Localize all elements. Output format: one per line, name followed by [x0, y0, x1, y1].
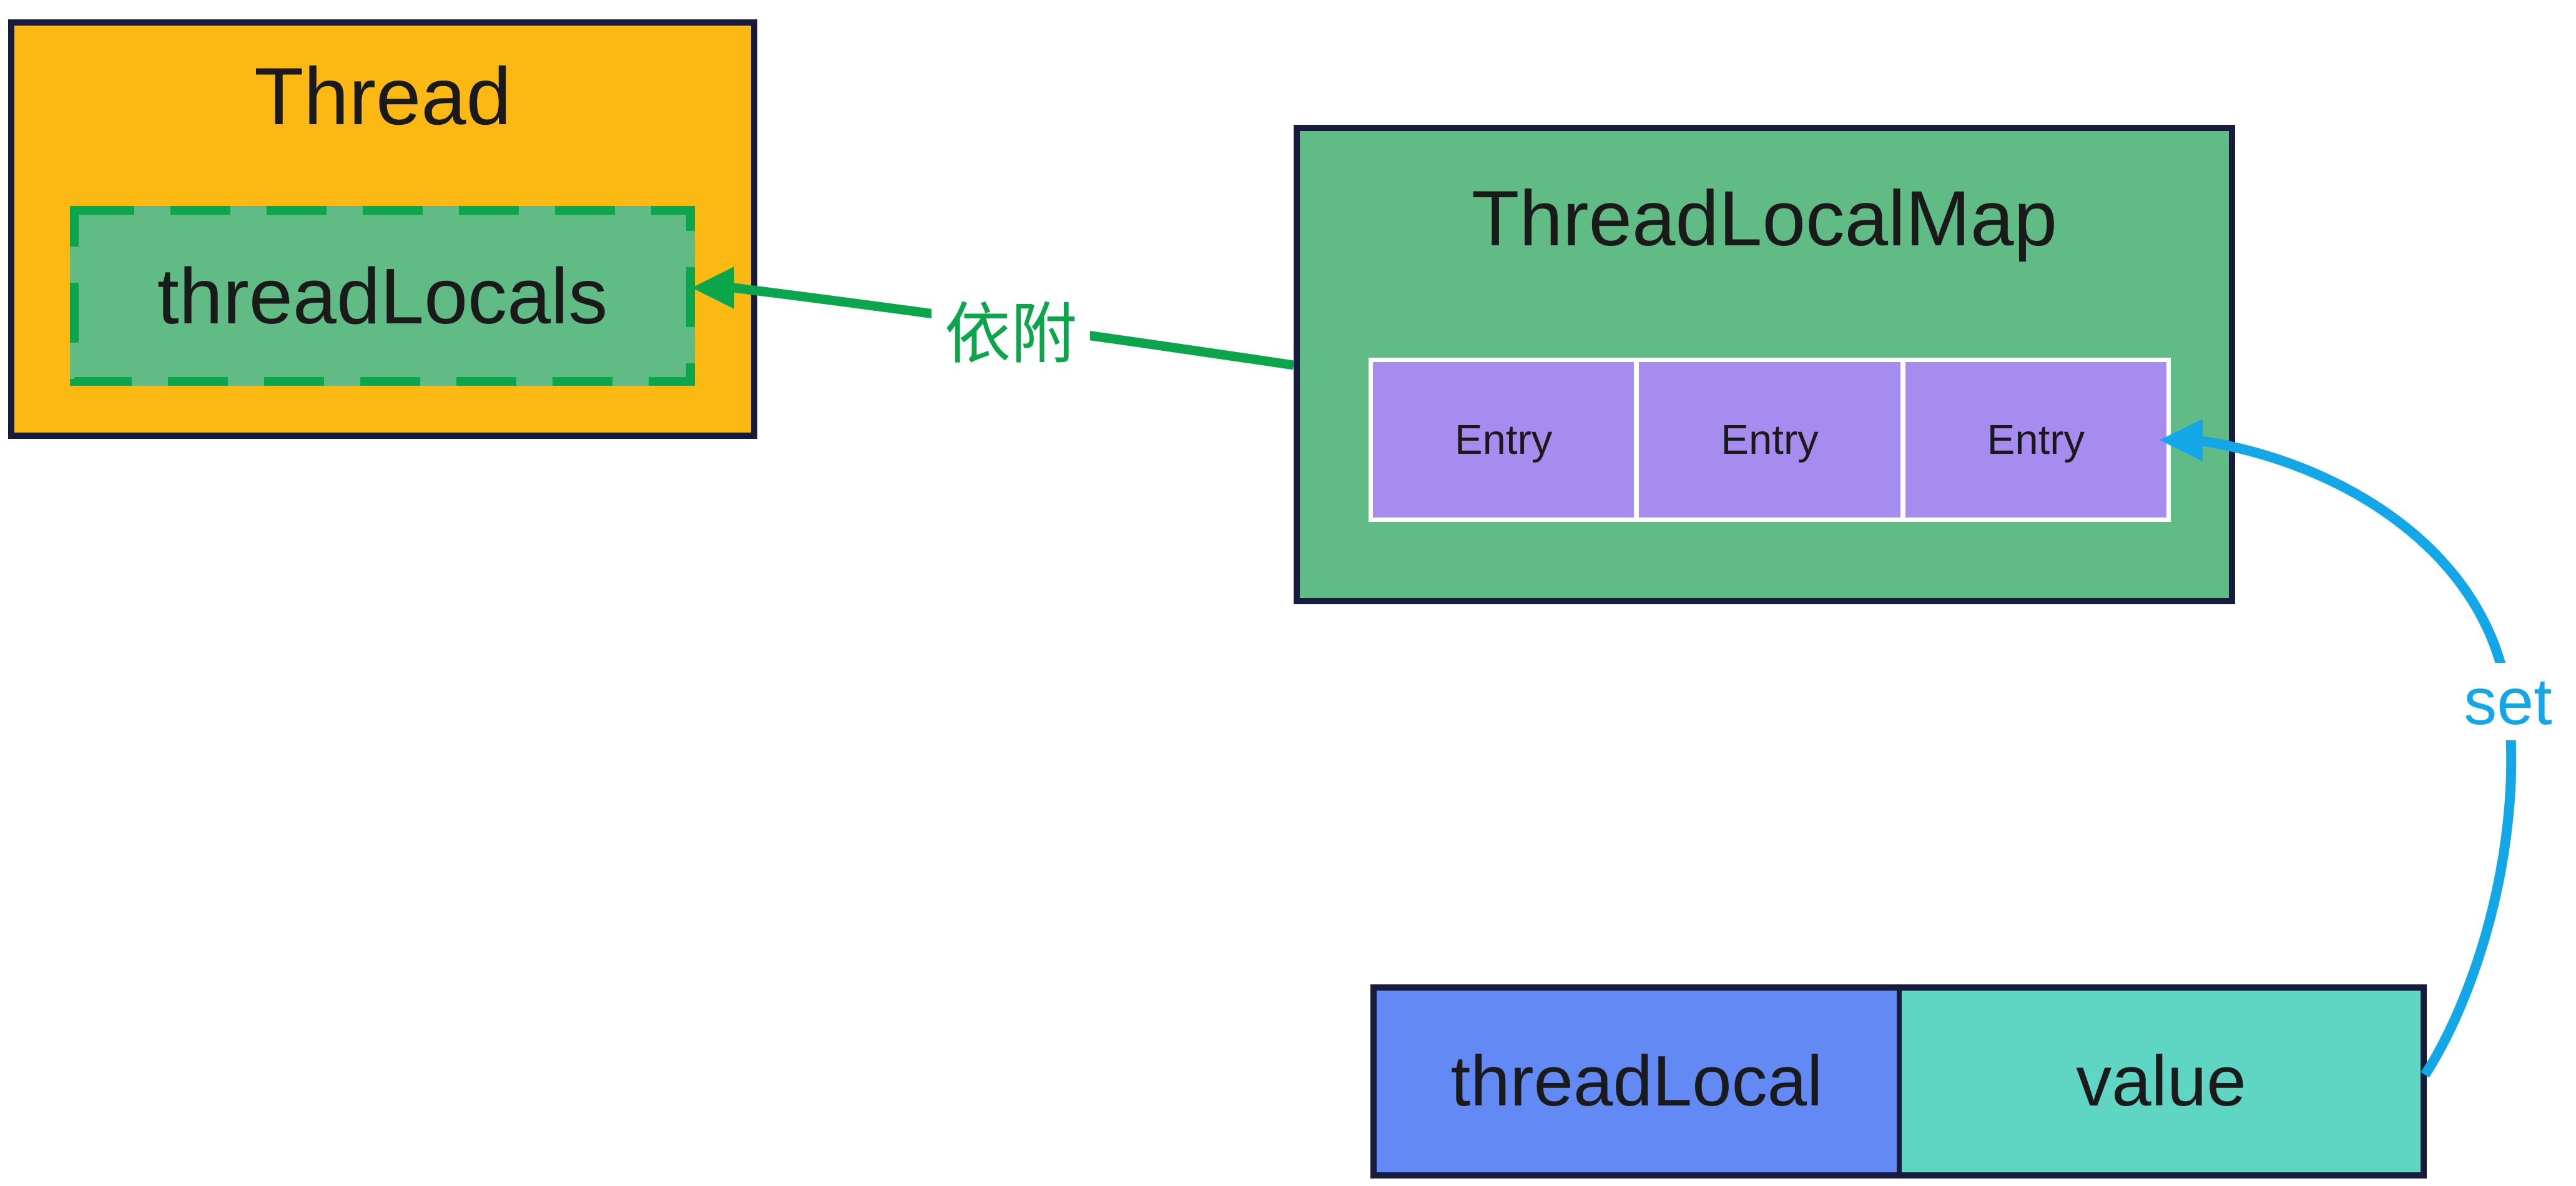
- threadlocalmap-title: ThreadLocalMap: [1471, 175, 2058, 262]
- entry-label: Entry: [1454, 416, 1553, 463]
- attach-arrow-label: 依附: [932, 291, 1090, 371]
- threadlocalmap-box: ThreadLocalMap Entry Entry Entry: [1294, 125, 2235, 604]
- thread-box: Thread threadLocals: [8, 19, 757, 439]
- threadlocal-label: threadLocal: [1450, 1042, 1823, 1121]
- thread-title: Thread: [254, 51, 511, 142]
- pair-box-border: threadLocal value: [1370, 984, 2427, 1179]
- value-label: value: [2076, 1042, 2246, 1121]
- pair-divider: [1897, 991, 1902, 1172]
- value-cell: value: [1902, 991, 2421, 1172]
- entry-cell-1: Entry: [1373, 362, 1635, 517]
- entry-cell-2: Entry: [1639, 362, 1900, 517]
- threadlocal-cell: threadLocal: [1377, 991, 1897, 1172]
- entries-container: Entry Entry Entry: [1369, 358, 2171, 522]
- threadlocals-label: threadLocals: [157, 252, 608, 340]
- pair-box: threadLocal value: [1370, 984, 2427, 1179]
- set-arrow-label: set: [2452, 663, 2564, 740]
- entry-cell-3: Entry: [1905, 362, 2166, 517]
- entry-label: Entry: [1721, 416, 1819, 463]
- threadlocals-field: threadLocals: [70, 206, 695, 386]
- entry-label: Entry: [1987, 416, 2085, 463]
